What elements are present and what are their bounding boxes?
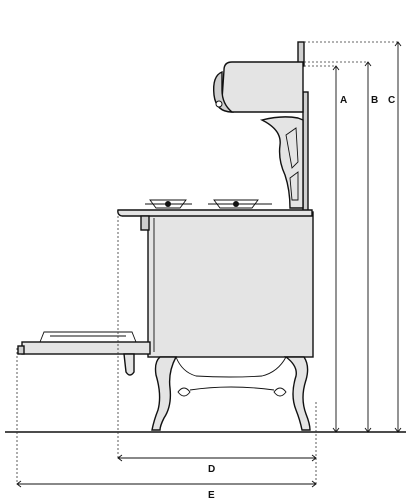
dimension-d-label: D xyxy=(208,464,216,475)
pull-out-tray xyxy=(17,331,151,376)
dimension-c-label: C xyxy=(388,95,396,106)
warming-shelf xyxy=(221,61,304,113)
dimension-guides xyxy=(16,41,402,488)
dimension-a-label: A xyxy=(340,95,348,106)
bracket xyxy=(259,116,304,209)
control-knob xyxy=(140,215,150,231)
apron xyxy=(175,356,287,378)
stove-body xyxy=(17,41,314,431)
back-panel xyxy=(302,91,309,213)
leg-right xyxy=(283,356,311,431)
burner-right xyxy=(208,199,272,209)
shelf-knob xyxy=(215,100,223,108)
cooktop xyxy=(117,209,313,217)
burner-left xyxy=(145,199,192,209)
leg-left xyxy=(151,356,178,431)
dimension-b-label: B xyxy=(371,95,379,106)
tray-handle xyxy=(123,353,135,376)
oven-box xyxy=(147,211,314,358)
dimension-e-label: E xyxy=(208,490,215,501)
